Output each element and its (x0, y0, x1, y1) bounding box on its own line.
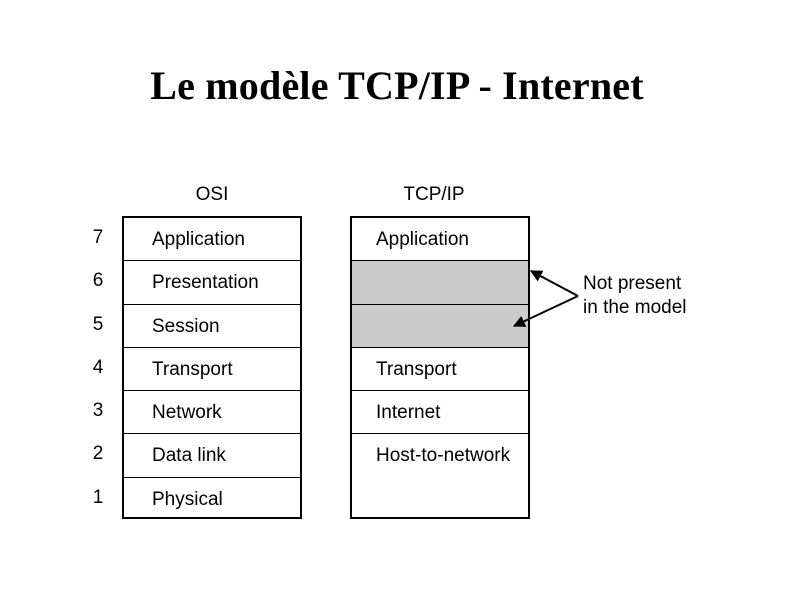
osi-layer-label: Physical (152, 488, 223, 510)
tcpip-layer-label: Internet (376, 402, 441, 424)
tcpip-stack: Application Transport Internet Host-to-n… (350, 216, 530, 519)
layer-number: 3 (92, 400, 104, 422)
annotation-line-2: in the model (583, 297, 687, 318)
arrow-to-presentation-gap (529, 270, 579, 297)
osi-layer-label: Session (152, 315, 220, 337)
page-title: Le modèle TCP/IP - Internet (150, 63, 644, 108)
annotation-line-1: Not present (583, 273, 682, 294)
osi-layer-row: Presentation (124, 261, 300, 305)
tcpip-missing-layer-row (352, 261, 528, 305)
osi-layer-label: Network (152, 402, 222, 424)
osi-layer-label: Presentation (152, 272, 259, 294)
tcpip-missing-layer-row (352, 304, 528, 348)
layer-number: 1 (92, 486, 104, 508)
tcpip-layer-label: Application (376, 229, 469, 250)
layer-number-column: 7 6 5 4 3 2 1 (78, 216, 118, 519)
osi-stack: Application Presentation Session Transpo… (122, 216, 302, 519)
tcpip-layer-row: Transport (352, 347, 528, 392)
layer-number: 4 (92, 356, 104, 378)
tcpip-layer-row: Application (352, 218, 528, 262)
column-header-osi: OSI (195, 184, 229, 205)
layer-number: 2 (92, 443, 104, 465)
osi-layer-row: Session (124, 304, 300, 348)
osi-layer-row: Transport (124, 347, 300, 392)
column-header-tcpip: TCP/IP (403, 184, 465, 205)
osi-layer-row: Application (124, 218, 300, 262)
osi-layer-row: Network (124, 391, 300, 435)
osi-layer-label: Transport (152, 358, 233, 380)
layer-number: 5 (92, 313, 104, 335)
osi-layer-label: Application (152, 229, 245, 250)
layer-number: 7 (92, 227, 104, 248)
tcpip-layer-label: Host-to-network (376, 445, 511, 467)
osi-layer-row: Data link (124, 434, 300, 478)
osi-layer-row: Physical (124, 477, 300, 517)
tcpip-layer-row: Internet (352, 391, 528, 435)
layer-number: 6 (92, 270, 104, 292)
annotation-not-present: Not present in the model (583, 272, 773, 320)
tcpip-layer-label: Transport (376, 358, 457, 380)
osi-layer-label: Data link (152, 445, 226, 467)
tcpip-layer-row: Host-to-network (352, 434, 528, 517)
